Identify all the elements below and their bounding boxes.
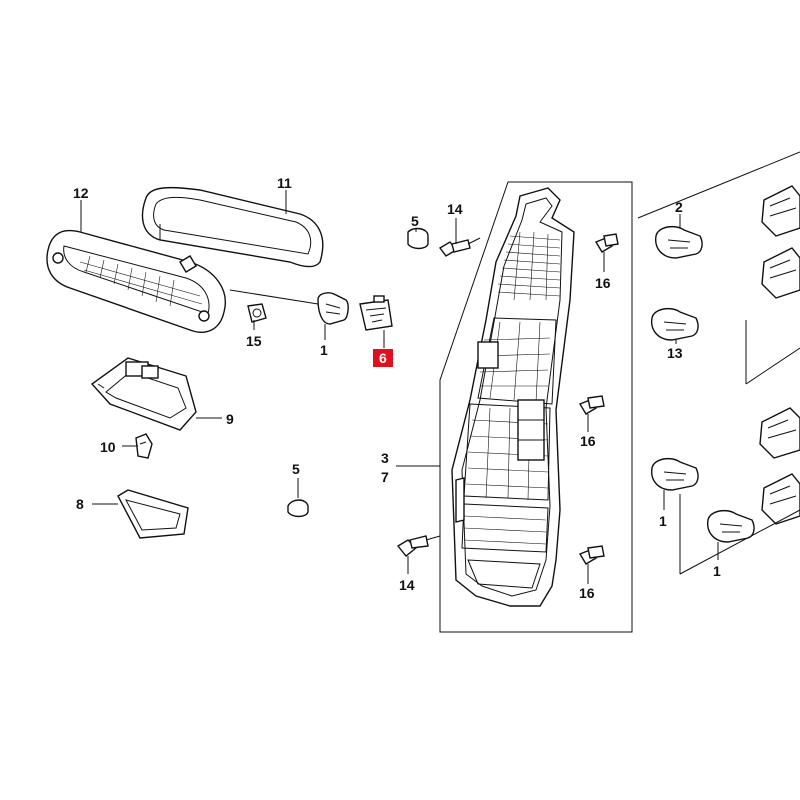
callout-5-lower: 5 bbox=[292, 461, 300, 477]
socket-right-4 bbox=[761, 473, 800, 525]
callout-11: 11 bbox=[277, 175, 292, 191]
part-14-screw-lower bbox=[396, 535, 441, 557]
part-3-7-rear-combination-light bbox=[439, 181, 633, 633]
callout-6: 6 bbox=[379, 350, 387, 366]
callout-2: 2 bbox=[675, 199, 683, 215]
callout-1-right-upper: 1 bbox=[659, 513, 667, 529]
part-10-small-bulb bbox=[135, 433, 153, 459]
callout-1-top: 1 bbox=[320, 342, 328, 358]
part-15-grommet bbox=[247, 303, 267, 323]
callout-7: 7 bbox=[381, 469, 389, 485]
callout-5-upper: 5 bbox=[411, 213, 419, 229]
callout-14-upper: 14 bbox=[447, 201, 463, 217]
part-8-license-lens bbox=[117, 489, 189, 539]
part-12-high-mount-light bbox=[46, 229, 226, 333]
part-14-screw-upper bbox=[438, 237, 481, 257]
callout-9: 9 bbox=[226, 411, 234, 427]
part-11-high-mount-cover bbox=[141, 186, 324, 268]
part-13-bulb bbox=[651, 307, 699, 341]
part-1-bulb-right-upper bbox=[651, 457, 699, 491]
callout-6-highlight bbox=[373, 349, 393, 367]
leader-lines bbox=[80, 190, 719, 584]
callout-16-upper: 16 bbox=[595, 275, 611, 291]
part-1-bulb-right-lower bbox=[707, 509, 755, 543]
callout-15: 15 bbox=[246, 333, 262, 349]
callout-3: 3 bbox=[381, 450, 389, 466]
part-1-bulb-upper bbox=[317, 292, 349, 325]
callout-13: 13 bbox=[667, 345, 683, 361]
socket-right-3 bbox=[759, 407, 800, 459]
callout-12: 12 bbox=[73, 185, 89, 201]
part-2-bulb bbox=[655, 225, 703, 259]
socket-right-1 bbox=[761, 185, 800, 237]
right-bracket-lines bbox=[637, 151, 800, 575]
part-6-socket bbox=[359, 295, 393, 331]
callout-16-middle: 16 bbox=[580, 433, 596, 449]
callout-10: 10 bbox=[100, 439, 116, 455]
part-5-cap-lower bbox=[287, 499, 309, 518]
callout-1-right-lower: 1 bbox=[713, 563, 721, 579]
part-5-cap-upper bbox=[407, 227, 429, 250]
part-16-clip-middle bbox=[578, 395, 605, 415]
callout-8: 8 bbox=[76, 496, 84, 512]
part-16-clip-upper bbox=[594, 233, 619, 253]
part-9-license-light bbox=[90, 357, 197, 431]
socket-right-2 bbox=[761, 247, 800, 299]
part-16-clip-lower bbox=[578, 545, 605, 565]
callout-16-lower: 16 bbox=[579, 585, 595, 601]
callout-14-lower: 14 bbox=[399, 577, 415, 593]
